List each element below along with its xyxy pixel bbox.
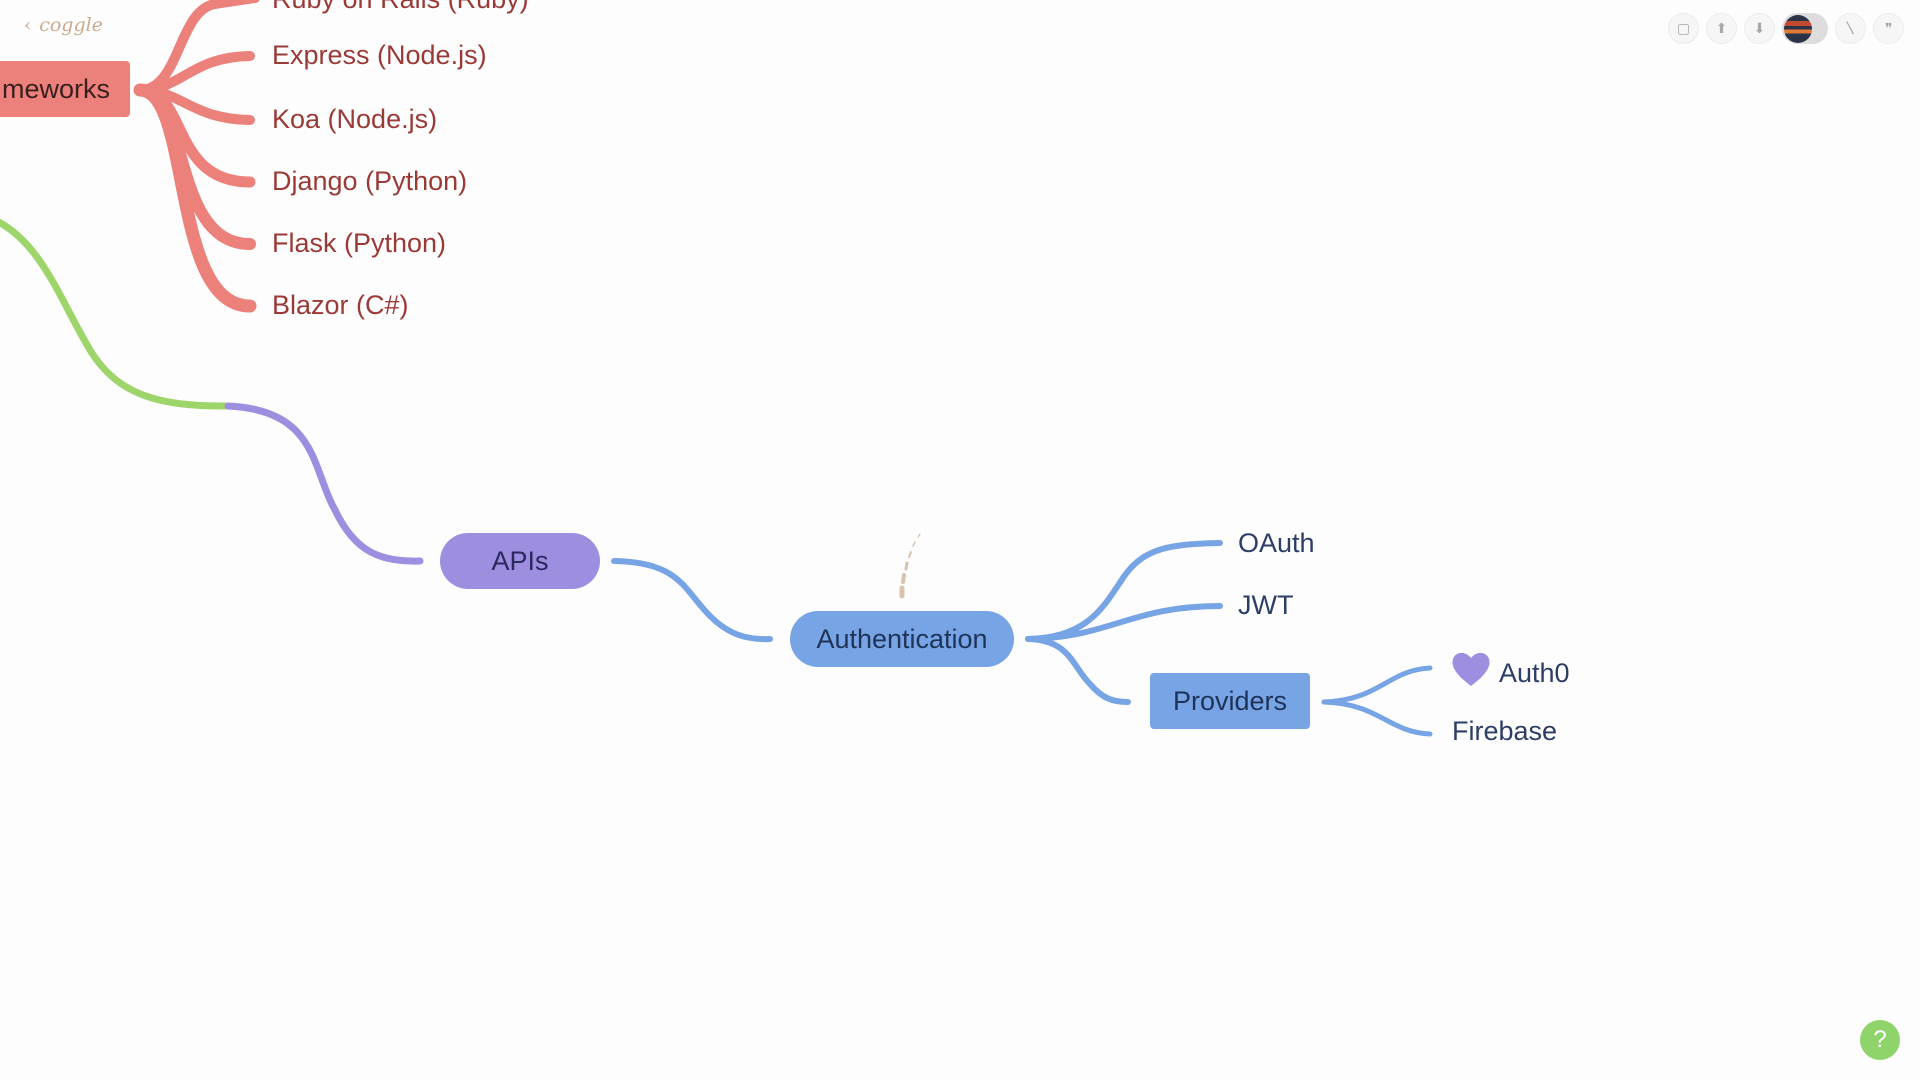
node-blazor[interactable]: Blazor (C#) — [272, 290, 409, 320]
help-button[interactable]: ? — [1860, 1020, 1900, 1060]
branch-auth0 — [1321, 665, 1433, 705]
node-oauth[interactable]: OAuth — [1238, 528, 1315, 558]
node-koa[interactable]: Koa (Node.js) — [272, 104, 438, 134]
branch-jwt — [1025, 603, 1223, 642]
node-jwt[interactable]: JWT — [1238, 590, 1294, 620]
branch-express — [135, 51, 255, 95]
node-providers[interactable]: Providers — [1150, 673, 1310, 729]
branch-authentication — [611, 558, 773, 643]
download-button[interactable]: ⬇ — [1744, 13, 1775, 44]
coggle-logo-link[interactable]: ‹ coggle — [24, 14, 103, 36]
user-avatar-button[interactable] — [1782, 13, 1828, 44]
branch-providers — [1025, 636, 1131, 705]
branch-green — [0, 218, 229, 410]
node-apis[interactable]: APIs — [440, 533, 600, 589]
node-frameworks[interactable]: meworks — [0, 61, 130, 117]
loading-spinner — [899, 533, 921, 599]
top-toolbar: ▢ ⬆ ⬇ 〵 ❞ — [1668, 13, 1904, 44]
logo-text: coggle — [39, 14, 103, 36]
node-ruby-on-rails[interactable]: Ruby on Rails (Ruby) — [272, 0, 529, 13]
history-button[interactable]: 〵 — [1835, 13, 1866, 44]
node-auth0[interactable]: Auth0 — [1499, 658, 1570, 688]
present-button[interactable]: ▢ — [1668, 13, 1699, 44]
node-frameworks-label: meworks — [1, 73, 110, 104]
node-flask[interactable]: Flask (Python) — [272, 228, 447, 258]
frameworks-branches — [133, 0, 260, 313]
branch-apis — [224, 402, 424, 565]
branch-blazor — [133, 83, 257, 313]
download-arrow-icon: ⬇ — [1753, 20, 1766, 36]
node-authentication[interactable]: Authentication — [790, 611, 1014, 667]
node-providers-label: Providers — [1172, 685, 1288, 716]
node-django[interactable]: Django (Python) — [272, 166, 468, 196]
branch-ruby — [135, 0, 260, 95]
help-question-icon: ? — [1873, 1026, 1887, 1053]
node-authentication-label: Authentication — [816, 623, 988, 654]
comments-button[interactable]: ❞ — [1873, 13, 1904, 44]
heart-icon — [1452, 652, 1490, 686]
history-icon: 〵 — [1843, 20, 1858, 37]
node-firebase[interactable]: Firebase — [1452, 716, 1558, 746]
node-apis-label: APIs — [491, 545, 549, 576]
branch-firebase — [1321, 699, 1433, 737]
upload-arrow-icon: ⬆ — [1715, 20, 1728, 36]
branch-oauth — [1025, 540, 1223, 642]
presentation-icon: ▢ — [1676, 20, 1691, 36]
back-chevron-icon: ‹ — [24, 14, 32, 36]
node-express[interactable]: Express (Node.js) — [272, 40, 487, 70]
quote-icon: ❞ — [1884, 20, 1893, 36]
upload-button[interactable]: ⬆ — [1706, 13, 1737, 44]
user-avatar-icon — [1784, 15, 1812, 43]
